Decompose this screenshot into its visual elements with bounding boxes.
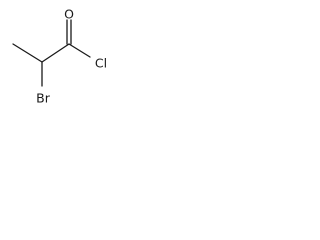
atom-label-bromine: Br [36, 91, 51, 106]
atom-label-oxygen: O [64, 7, 74, 22]
bond-alpha-carbonyl [41, 43, 70, 63]
bond-carbonyl-chlorine [68, 43, 91, 58]
atom-label-chlorine: Cl [95, 56, 107, 71]
chemical-structure: O Cl Br [12, 7, 107, 106]
bond-methyl-alpha [12, 43, 43, 63]
